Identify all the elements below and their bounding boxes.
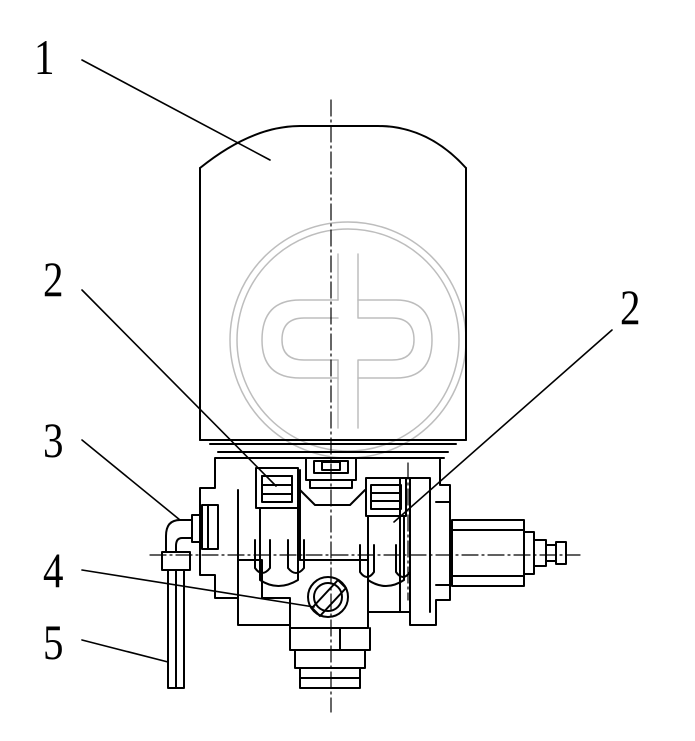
leader-line-2-left (81, 289, 277, 487)
drain-valve (307, 576, 349, 618)
callout-1: 1 (34, 29, 55, 85)
callout-5: 5 (43, 614, 64, 670)
callout-2-right: 2 (620, 279, 641, 335)
valve-body (199, 457, 451, 629)
leader-line-3 (81, 439, 181, 521)
callout-4: 4 (43, 542, 64, 598)
watermark-logo (229, 221, 467, 459)
centerlines (149, 99, 581, 713)
leader-lines (81, 59, 613, 663)
leader-line-1 (81, 59, 271, 161)
leader-line-2-right (393, 329, 613, 523)
callout-3: 3 (43, 412, 64, 468)
leader-line-4 (81, 569, 315, 608)
right-fitting (359, 477, 411, 587)
bottom-outlet (289, 627, 371, 689)
leader-line-5 (81, 639, 169, 663)
left-fitting (254, 467, 305, 587)
right-actuator (451, 519, 567, 587)
left-elbow-fitting (161, 504, 219, 689)
callout-2-left: 2 (43, 251, 64, 307)
